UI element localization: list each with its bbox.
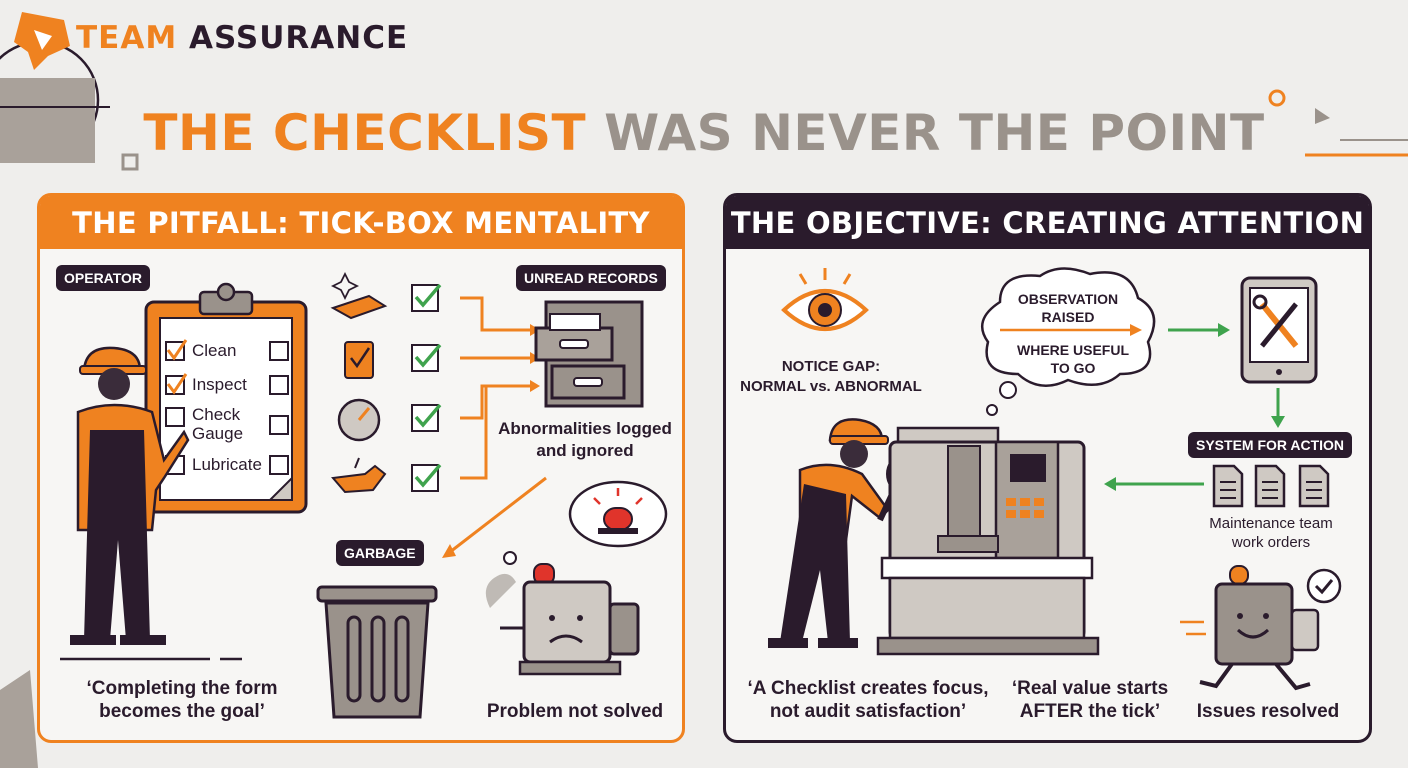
checklist-item-lubricate: Lubricate <box>192 455 262 474</box>
alarm-siren-icon <box>568 480 668 548</box>
sad-machine-icon <box>485 551 640 676</box>
observation-raised-text: OBSERVATION RAISED <box>998 290 1138 326</box>
objective-heading: THE OBJECTIVE: CREATING ATTENTION <box>726 196 1369 249</box>
title-highlight: THE CHECKLIST <box>143 104 587 162</box>
where-useful-text: WHERE USEFUL TO GO <box>998 341 1148 377</box>
clipboard-icon <box>144 282 308 514</box>
maintenance-text: Maintenance team work orders <box>1186 514 1356 552</box>
document-icons <box>1212 464 1330 508</box>
floor-lines <box>60 657 242 661</box>
logo-mark-icon <box>14 12 70 70</box>
unread-records-tag: UNREAD RECORDS <box>516 265 666 291</box>
happy-machine-icon <box>1180 565 1342 691</box>
thought-cloud-icon <box>980 267 1156 416</box>
notice-gap-text: NOTICE GAP: NORMAL vs. ABNORMAL <box>728 357 934 397</box>
objective-quote-1: ‘A Checklist creates focus, not audit sa… <box>736 677 1000 723</box>
tablet-tools-icon <box>1240 276 1318 384</box>
system-for-action-tag: SYSTEM FOR ACTION <box>1188 432 1353 458</box>
problem-not-solved-text: Problem not solved <box>486 701 664 722</box>
notice-gap-line2: NORMAL vs. ABNORMAL <box>740 378 922 395</box>
operator-tag: OPERATOR <box>56 265 151 291</box>
where-useful-line2: TO GO <box>1050 360 1096 376</box>
checklist-item-clean: Clean <box>192 341 237 360</box>
checkmark-icons <box>411 283 442 492</box>
observation-line2: RAISED <box>1041 309 1095 325</box>
pitfall-quote-line2: becomes the goal’ <box>99 701 265 722</box>
checklist-item-check: Check <box>192 405 241 424</box>
objective-quote-1-line2: not audit satisfaction’ <box>769 701 967 722</box>
pitfall-quote-line1: ‘Completing the form <box>86 678 278 699</box>
objective-quote-2: ‘Real value starts AFTER the tick’ <box>1000 677 1180 723</box>
brand-name-part1: TEAM <box>76 20 178 56</box>
objective-quote-2-line2: AFTER the tick’ <box>1019 701 1161 722</box>
trash-can-icon <box>316 585 438 719</box>
eye-icon <box>781 268 869 331</box>
maintenance-line2: work orders <box>1231 534 1311 551</box>
pitfall-heading: THE PITFALL: TICK-BOX MENTALITY <box>40 196 682 249</box>
inspector-figure <box>768 418 890 648</box>
abnormalities-line2: and ignored <box>536 441 634 460</box>
filing-cabinet-icon <box>534 300 644 408</box>
garbage-tag: GARBAGE <box>336 540 424 566</box>
issues-resolved-text: Issues resolved <box>1196 701 1340 722</box>
brand-name: TEAM ASSURANCE <box>76 20 408 56</box>
abnormalities-line1: Abnormalities logged <box>498 419 672 438</box>
brand-name-part2: ASSURANCE <box>188 20 409 56</box>
page-title: THE CHECKLIST WAS NEVER THE POINT <box>0 104 1408 162</box>
objective-quote-1-line1: ‘A Checklist creates focus, <box>747 678 989 699</box>
checklist-item-inspect: Inspect <box>192 375 247 394</box>
brand: TEAM ASSURANCE <box>12 6 408 70</box>
abnormalities-text: Abnormalities logged and ignored <box>490 418 680 462</box>
objective-quote-2-line1: ‘Real value starts <box>1011 678 1169 699</box>
observation-line1: OBSERVATION <box>1017 291 1119 307</box>
operator-figure <box>70 346 190 645</box>
task-icons <box>330 271 388 494</box>
maintenance-line1: Maintenance team <box>1209 515 1333 532</box>
machine-icon <box>876 426 1100 656</box>
where-useful-line1: WHERE USEFUL <box>1017 342 1129 358</box>
title-rest: WAS NEVER THE POINT <box>604 104 1265 162</box>
pitfall-quote: ‘Completing the form becomes the goal’ <box>62 677 302 723</box>
checklist-item-gauge: Gauge <box>192 424 244 443</box>
notice-gap-line1: NOTICE GAP: <box>781 358 881 375</box>
green-arrows <box>1104 323 1285 491</box>
